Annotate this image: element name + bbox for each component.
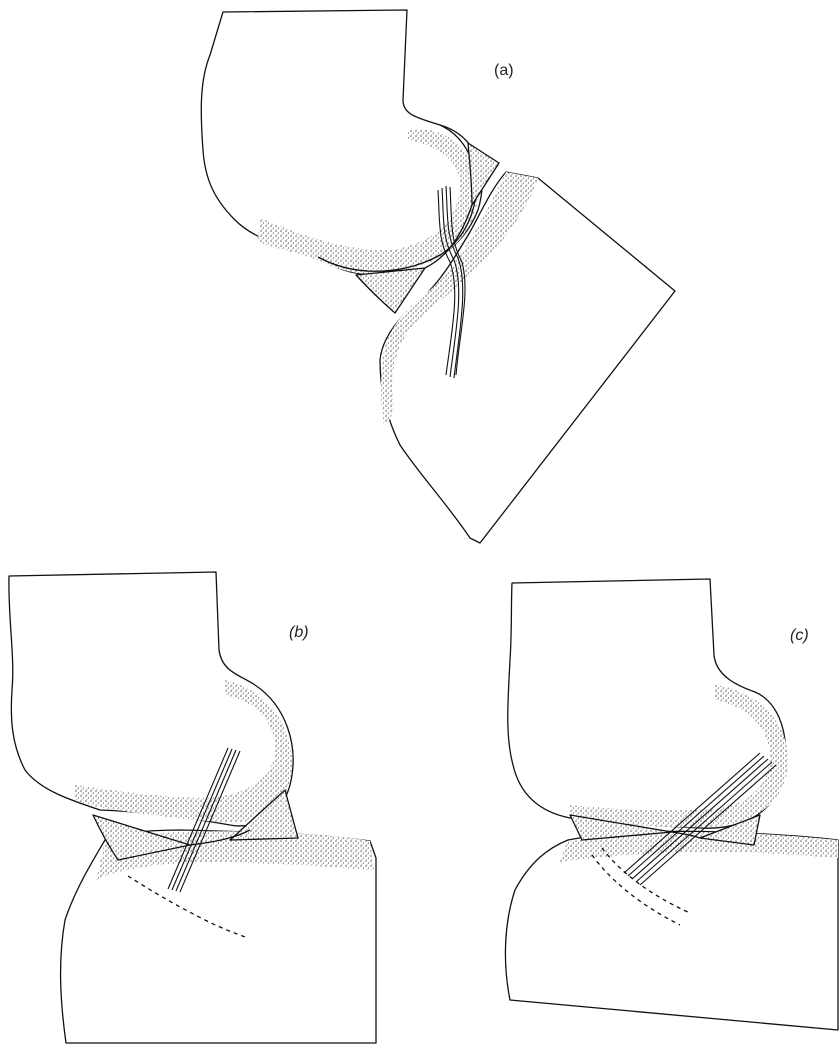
panel-b-diagram [9,572,376,1043]
panel-b-label: (b) [289,624,309,642]
panel-c-label: (c) [790,627,809,645]
panel-a-label: (a) [494,62,514,80]
panel-c-tibia [505,831,838,1030]
panel-a-diagram [201,10,675,543]
panel-c-diagram [505,579,838,1030]
